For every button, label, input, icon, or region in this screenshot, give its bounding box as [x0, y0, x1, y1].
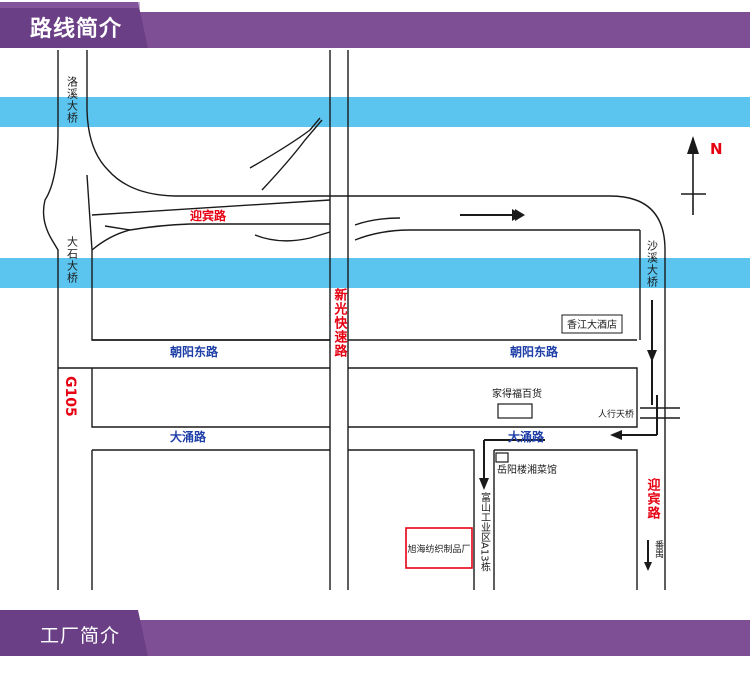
compass-n-label: N [710, 140, 723, 158]
footbridge-label: 人行天桥 [598, 408, 634, 420]
bridge-dashi-label: 大石大桥 [66, 235, 79, 284]
road-datong-east-label: 大涌路 [508, 429, 545, 444]
place-jiadefu-box [497, 403, 533, 419]
banner-tab-highlight [0, 2, 140, 8]
road-yingbin-label: 迎宾路 [190, 208, 227, 223]
yingbin-lower-curve [91, 223, 330, 251]
road-panyu-label: 番禺 [653, 539, 664, 558]
yingbin-inner-block-west [86, 174, 330, 341]
banner-tab [0, 2, 148, 48]
factory-header-banner: 工厂简介 [0, 610, 750, 660]
road-g105-label: G105 [62, 376, 78, 417]
bridge-luoxi-label: 洛溪大桥 [66, 75, 79, 124]
factory-section-title: 工厂简介 [40, 625, 121, 647]
ramp-1 [249, 117, 321, 169]
g105-east-edge-yingbin-north [86, 50, 610, 197]
block-middle-west [91, 368, 330, 428]
route-map: N 迎宾路 朝阳东路 朝阳东路 大涌路 大涌路 家得福百货 香江大酒店 人行天桥… [0, 50, 750, 590]
factory-box [405, 527, 473, 569]
banner-tab [0, 610, 148, 656]
arrow-heads [479, 209, 657, 571]
road-datong-west-label: 大涌路 [170, 429, 207, 444]
road-chaoyang-east-label: 朝阳东路 [510, 344, 559, 359]
g105-west-edge [42, 50, 59, 590]
route-section-title: 路线简介 [30, 17, 123, 42]
bridge-shaxi-label: 沙溪大桥 [646, 240, 659, 288]
place-yueyang-box [495, 452, 509, 463]
road-xinguang-label: 新光快速路 [332, 287, 349, 358]
yingbin-south-edge-east [354, 229, 640, 241]
place-jiadefu-label: 家得福百货 [492, 387, 542, 400]
yingbin-south-edge-a [91, 199, 331, 216]
river-south [0, 258, 750, 288]
datong-south-east [494, 449, 638, 590]
road-network [42, 50, 680, 590]
place-xiangjiang-text: 香江大酒店 [567, 318, 617, 331]
place-yueyang-label: 岳阳楼湘菜馆 [497, 463, 557, 476]
route-header-banner: 路线简介 [0, 2, 750, 52]
ramp-3 [254, 231, 331, 242]
place-xiangjiang-box [561, 314, 623, 334]
place-fushan-label: 富山工业区A13栋 [479, 491, 491, 573]
road-yingbin-east-label: 迎宾路 [645, 477, 661, 520]
ramp-2 [261, 119, 323, 191]
road-chaoyang-west-label: 朝阳东路 [170, 344, 219, 359]
compass: N [681, 136, 723, 215]
yingbin-east-outer [609, 195, 666, 590]
factory-label: 旭海纺织制品厂 [407, 543, 470, 555]
block-middle-east [348, 367, 638, 428]
river-north [0, 97, 750, 127]
datong-south-mid [348, 449, 475, 590]
